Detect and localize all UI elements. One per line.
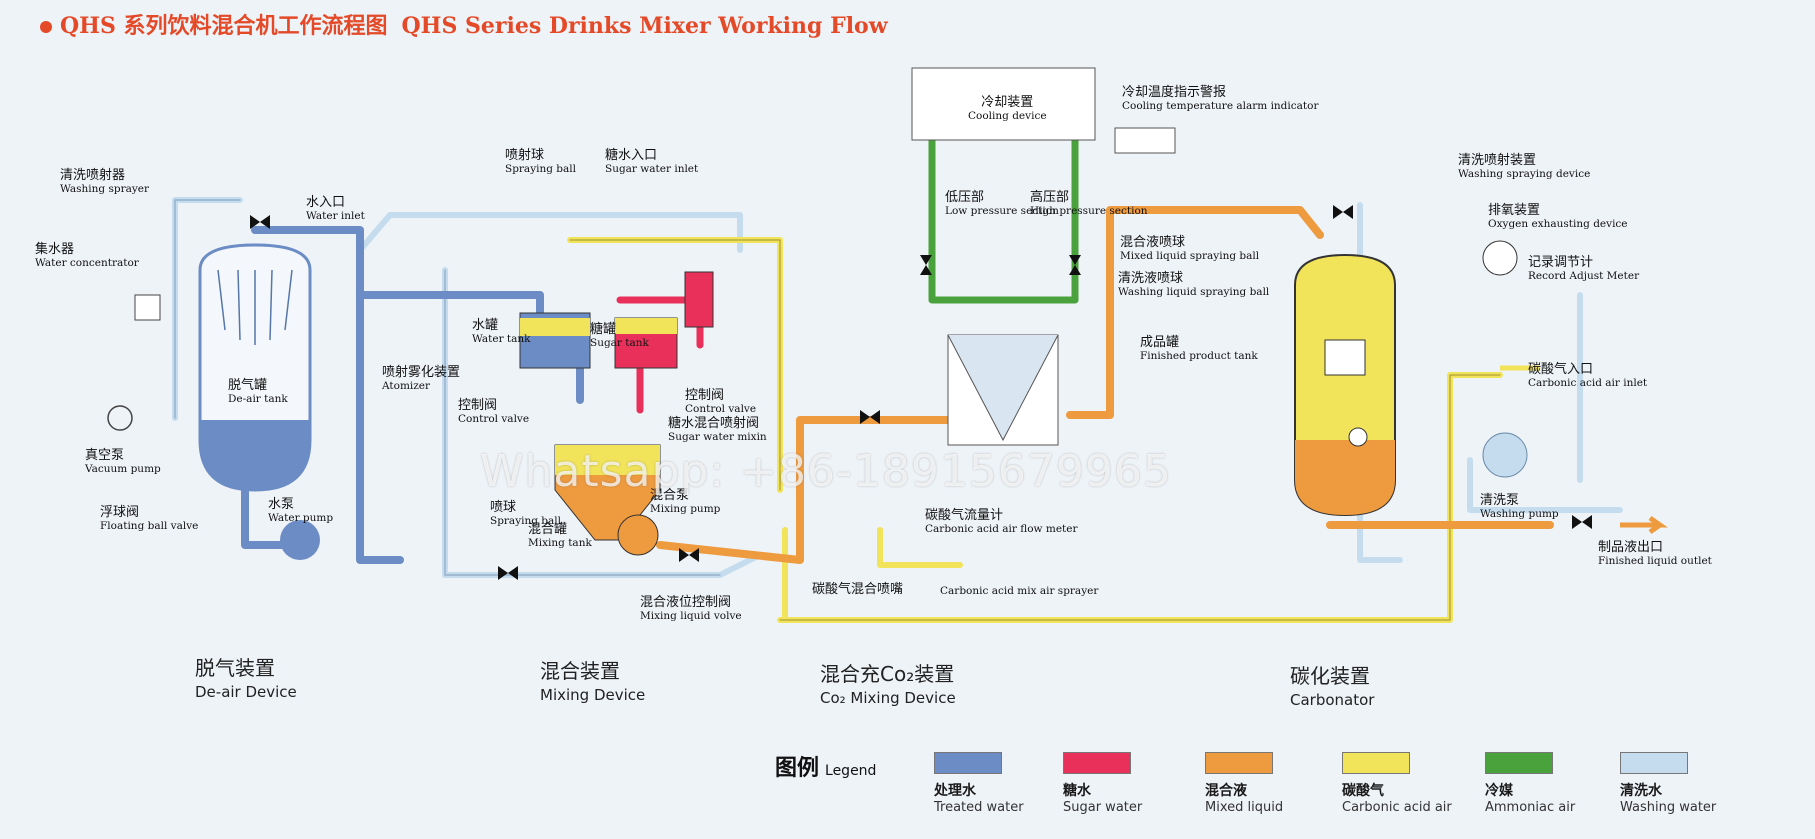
legend-swatch — [1342, 752, 1410, 774]
legend-swatch — [934, 752, 1002, 774]
title-zh: QHS 系列饮料混合机工作流程图 — [60, 13, 388, 39]
label-co2-mix-nozzle: 碳酸气混合喷嘴 — [812, 582, 904, 597]
legend-swatch — [1485, 752, 1553, 774]
pipe-wash-2 — [357, 212, 743, 253]
pipe-co2-4 — [877, 527, 963, 568]
coolant-pipes — [928, 136, 1079, 304]
pipe-mixed-1 — [656, 416, 1004, 564]
finished-product-tank — [1294, 253, 1396, 517]
pipe-mixed-2 — [1066, 206, 1324, 419]
record-meter-symbol — [1482, 240, 1518, 276]
vacuum-pump-symbol — [107, 405, 133, 431]
pipe-treated-1 — [251, 226, 404, 564]
mixing-pump-symbol — [617, 514, 659, 556]
valves — [250, 205, 1592, 580]
page-title: QHS 系列饮料混合机工作流程图 QHS Series Drinks Mixer … — [40, 8, 888, 40]
label-co2-mix-sprayer-en: Carbonic acid mix air sprayer — [940, 585, 1099, 597]
water-concentrator-box — [134, 294, 161, 321]
title-en: QHS Series Drinks Mixer Working Flow — [401, 13, 888, 39]
mixing-tank — [554, 444, 661, 556]
pipe-wash-5 — [1467, 457, 1623, 513]
sugar-tank — [614, 271, 714, 369]
water-pump-symbol — [280, 520, 320, 560]
washing-pump-symbol — [1482, 432, 1528, 478]
title-bullet-icon — [40, 21, 52, 33]
pipe-treated-3 — [241, 466, 294, 549]
water-tank — [519, 312, 591, 369]
legend-swatch — [1205, 752, 1273, 774]
cooling-device-box — [911, 67, 1096, 141]
pipe-coolant — [928, 136, 1079, 304]
legend-swatch — [1620, 752, 1688, 774]
outlet-arrow — [1620, 515, 1668, 535]
watermark: Whatsapp: +86-18915679965 — [480, 446, 1172, 497]
mixed-liquid-pipes — [656, 206, 1554, 564]
legend-swatch — [1063, 752, 1131, 774]
alarm-indicator-box — [1114, 127, 1176, 154]
de-air-tank — [198, 243, 312, 492]
